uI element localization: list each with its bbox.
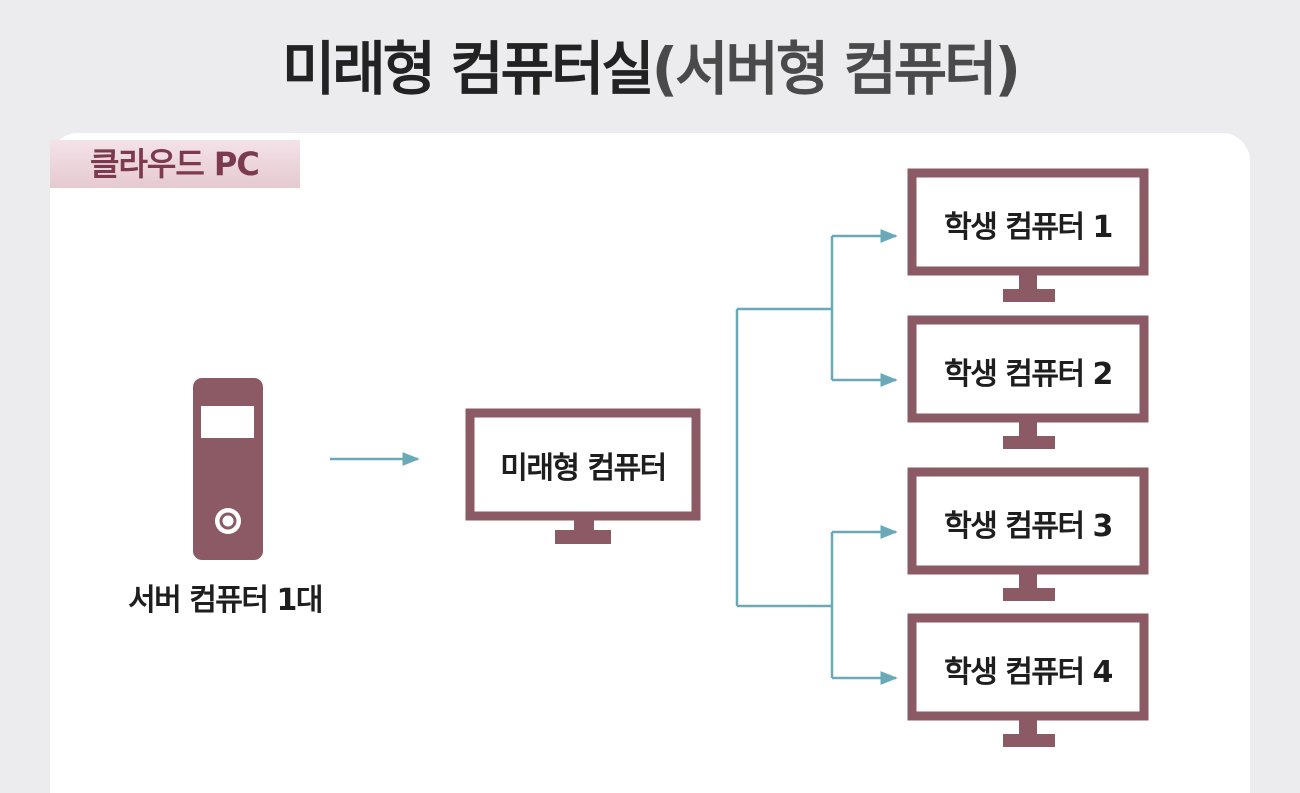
page-title: 미래형 컴퓨터실(서버형 컴퓨터) [0,22,1300,106]
title-paren: (서버형 컴퓨터) [651,35,1021,103]
student-label-2: 학생 컴퓨터 2 [944,357,1113,392]
server-tower-icon [193,378,263,560]
student-label-1: 학생 컴퓨터 1 [944,210,1113,245]
cloud-pc-tag: 클라우드 PC [50,140,300,188]
student-label-3: 학생 컴퓨터 3 [944,509,1113,544]
main-monitor-icon [465,408,701,544]
distribution-lines [735,236,834,678]
server-label: 서버 컴퓨터 1대 [128,583,323,618]
student-monitor-icon [907,613,1149,747]
student-monitor-icon [907,467,1149,601]
title-main: 미래형 컴퓨터실 [281,35,655,103]
student-label-4: 학생 컴퓨터 4 [944,655,1113,690]
student-monitor-icon [907,168,1149,302]
main-monitor-label: 미래형 컴퓨터 [500,451,667,486]
student-monitor-icon [907,315,1149,449]
